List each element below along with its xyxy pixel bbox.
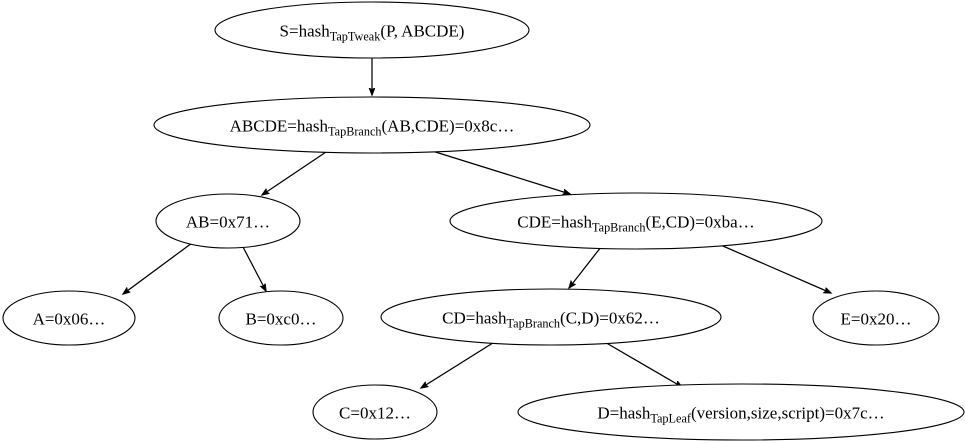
node-abcde-ellipse[interactable] xyxy=(153,96,591,154)
edge-ab-to-a xyxy=(123,242,193,294)
edge-cde-to-e xyxy=(715,242,831,293)
edge-cd-to-c xyxy=(421,340,497,388)
edge-cde-to-cd xyxy=(569,246,602,288)
node-cd-ellipse[interactable] xyxy=(380,288,722,346)
edge-abcde-to-ab xyxy=(262,149,330,195)
edge-abcde-to-cde xyxy=(428,149,570,194)
node-a-ellipse[interactable] xyxy=(2,290,136,346)
edges-group xyxy=(123,58,831,388)
node-ab-ellipse[interactable] xyxy=(155,193,301,249)
edge-cd-to-d xyxy=(602,340,682,387)
node-c-ellipse[interactable] xyxy=(312,384,438,440)
node-e-ellipse[interactable] xyxy=(812,290,940,346)
node-cde-ellipse[interactable] xyxy=(449,192,823,250)
edge-ab-to-b xyxy=(242,246,266,291)
node-d-ellipse[interactable] xyxy=(517,383,965,441)
node-s-ellipse[interactable] xyxy=(214,1,530,59)
node-b-ellipse[interactable] xyxy=(218,290,344,346)
